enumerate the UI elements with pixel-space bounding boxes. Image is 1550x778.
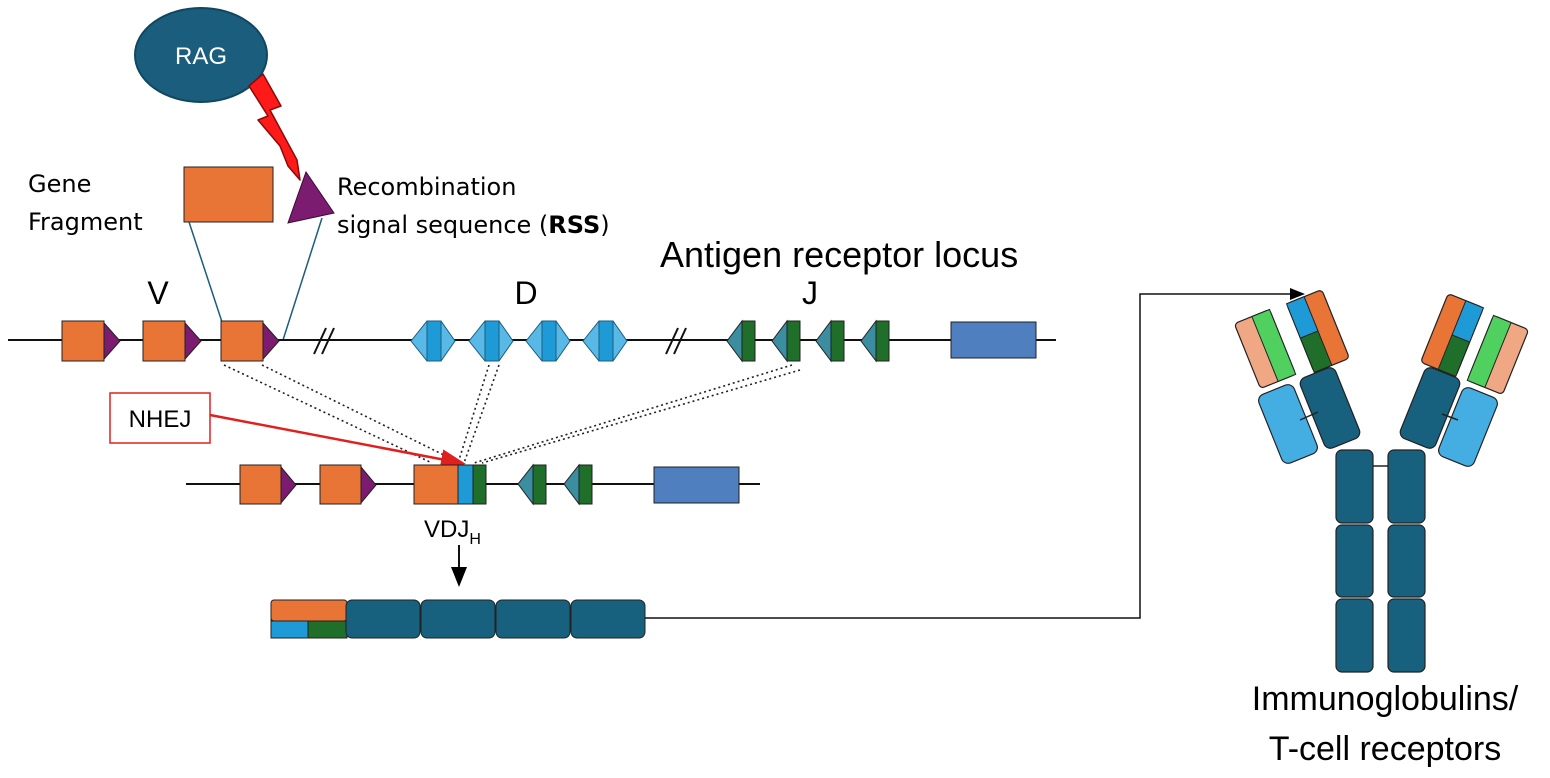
j-segment [517,463,547,506]
d-segment [410,320,456,362]
j-segment [563,463,593,506]
rag-label: RAG [175,43,227,70]
j-segment [860,319,890,363]
j-segment [771,319,801,363]
legend-gene-connector [188,221,223,323]
output-label-line1: Immunoglobulins/ [1252,680,1519,718]
locus-title: Antigen receptor locus [660,234,1018,275]
v-segment [61,320,121,362]
v-segment [319,464,377,505]
gene-fragment-label-line1: Gene [28,170,91,198]
d-segment [468,320,514,362]
output-label-line2: T-cell receptors [1269,730,1501,768]
nhej-annotation: NHEJ [109,392,466,470]
j-segment-label: J [802,275,818,311]
rearranged-locus [186,463,760,506]
rss-label-line1: Recombination [337,173,516,201]
legend-rss-triangle [287,170,335,224]
d-segment [525,320,571,362]
nhej-arrow [209,413,466,470]
vdj-label: VDJH [424,516,481,548]
gene-fragment-label-line2: Fragment [28,208,143,236]
j-segment [726,319,756,363]
cleavage-bolt-icon [248,73,301,181]
germline-locus [8,319,1056,363]
rag-enzyme: RAG [134,7,268,103]
antibody-icon [1234,290,1529,673]
j-segment [815,319,845,363]
rss-label-line2: signal sequence (RSS) [337,211,610,239]
constant-region [950,321,1037,359]
nhej-label: NHEJ [129,406,192,433]
d-segment-label: D [514,275,537,311]
v-segment [220,320,280,362]
legend-gene-fragment-box [183,166,274,223]
v-segment [142,320,202,362]
recombination-joining-lines [223,364,801,464]
d-segment [582,320,628,362]
vdj-joined-segment [413,464,487,505]
heavy-chain-construct [270,599,646,639]
legend-rss-connector [282,217,323,341]
expression-connector [645,288,1305,619]
v-segment-label: V [147,275,169,311]
v-segment [239,464,297,505]
constant-region [653,466,740,504]
